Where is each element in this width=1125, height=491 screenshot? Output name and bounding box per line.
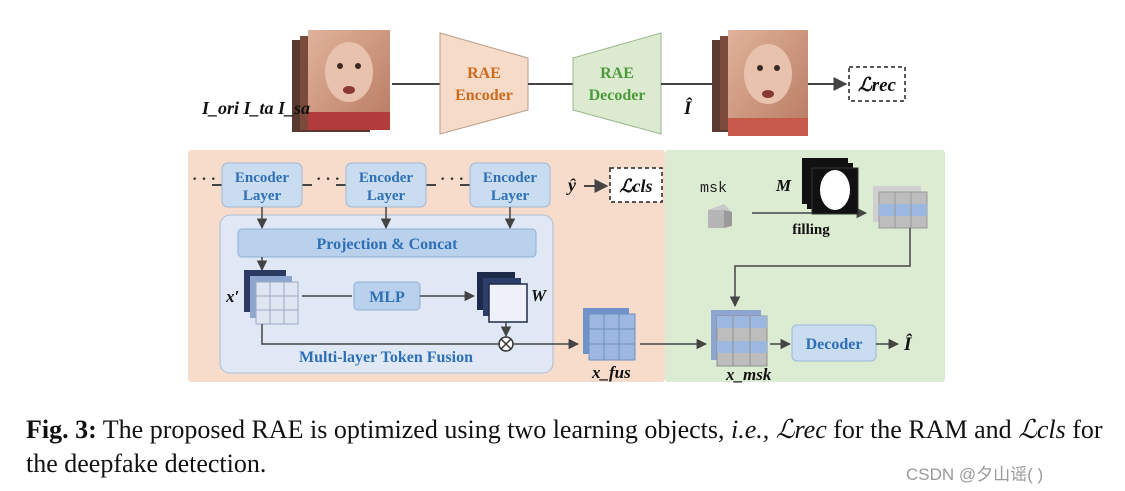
svg-text:Layer: Layer xyxy=(367,188,406,204)
input-label: I_ori I_ta I_sa xyxy=(201,98,310,118)
decoder-box xyxy=(791,324,877,362)
x-fus-tokens xyxy=(583,308,636,361)
x-fus-label: x_fus xyxy=(591,363,631,382)
mlp-label: MLP xyxy=(369,289,405,306)
encoder-layer-1: Encoder Layer xyxy=(221,162,303,208)
mask-map-stack xyxy=(802,158,859,215)
encoder-label-2: Encoder xyxy=(455,87,513,104)
input-face-stack xyxy=(292,30,390,132)
loss-rec-label: ℒrec xyxy=(858,75,897,96)
fusion-label: Multi-layer Token Fusion xyxy=(299,349,473,366)
msk-label: msk xyxy=(700,180,727,197)
svg-text:Encoder: Encoder xyxy=(359,170,414,186)
projection-concat-bar xyxy=(237,228,537,258)
loss-cls-box xyxy=(609,167,663,203)
decoder-label: Decoder xyxy=(806,336,863,353)
watermark: CSDN @夕山谣( ) xyxy=(906,465,1044,484)
svg-text:Layer: Layer xyxy=(243,188,282,204)
encoder-label-1: RAE xyxy=(467,65,501,82)
x-msk-label: x_msk xyxy=(725,365,772,384)
architecture-diagram: I_ori I_ta I_sa RAE Encoder RAE Decoder … xyxy=(188,30,945,384)
w-label: W xyxy=(531,286,548,305)
decoder-label-2: Decoder xyxy=(589,87,646,104)
loss-cls-label: ℒcls xyxy=(620,176,653,196)
output-face-stack xyxy=(712,30,808,136)
output-label: Î xyxy=(683,97,693,119)
dots-2: · · · xyxy=(316,171,340,188)
caption-loss-rec: ℒrec xyxy=(775,415,827,444)
mask-token xyxy=(708,204,732,228)
m-label: M xyxy=(775,176,792,195)
fig-number: Fig. 3: xyxy=(26,415,97,444)
figure-caption: Fig. 3: The proposed RAE is optimized us… xyxy=(26,413,1111,481)
y-hat-label: ŷ xyxy=(566,175,577,195)
w-matrix-stack xyxy=(477,272,528,323)
x-prime-tokens xyxy=(244,270,299,325)
rae-decoder: RAE Decoder xyxy=(572,32,662,135)
projection-label: Projection & Concat xyxy=(317,236,459,253)
caption-text-2: for the RAM and xyxy=(833,415,1012,444)
loss-rec-box xyxy=(848,66,906,102)
decoder-label-1: RAE xyxy=(600,65,634,82)
encoder-layer-2: Encoder Layer xyxy=(345,162,427,208)
dots-1: · · · xyxy=(192,171,216,188)
caption-ie: i.e., xyxy=(731,415,770,444)
x-msk-tokens xyxy=(711,310,768,367)
filling-label: filling xyxy=(792,222,830,238)
dots-3: · · · xyxy=(440,171,464,188)
encoder-layer-3: Encoder Layer xyxy=(469,162,551,208)
caption-loss-cls: ℒcls xyxy=(1018,415,1066,444)
rae-encoder: RAE Encoder xyxy=(439,32,529,135)
svg-text:Encoder: Encoder xyxy=(235,170,290,186)
filled-tokens xyxy=(873,186,928,229)
svg-text:Layer: Layer xyxy=(491,188,530,204)
x-prime-label: x′ xyxy=(225,287,239,306)
multiply-operator xyxy=(498,336,514,352)
svg-text:Encoder: Encoder xyxy=(483,170,538,186)
caption-text-3: for the deepfake detection. xyxy=(26,415,1103,478)
i-hat-right-label: Î xyxy=(903,333,913,355)
caption-text-1: The proposed RAE is optimized using two … xyxy=(102,415,725,444)
